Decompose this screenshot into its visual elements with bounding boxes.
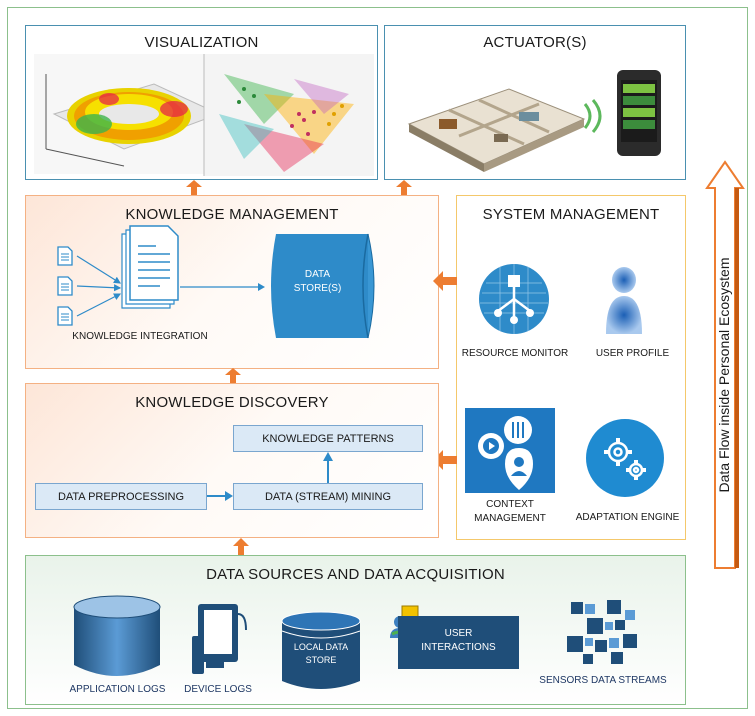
actuators-panel: ACTUATOR(S): [384, 25, 686, 180]
user-profile-label: USER PROFILE: [595, 348, 670, 359]
knowledge-integration-label: KNOWLEDGE INTEGRATION: [72, 331, 208, 342]
adaptation-engine-label: ADAPTATION ENGINE: [575, 512, 680, 523]
integration-arrows: [76, 255, 122, 317]
data-store-label-line1: DATA: [304, 269, 331, 280]
integration-to-store-arrow: [180, 283, 265, 291]
data-sources-title: DATA SOURCES AND DATA ACQUISITION: [206, 566, 505, 583]
arrow-system-to-knowledge-management: [433, 271, 457, 291]
application-logs-database-icon: [73, 595, 161, 676]
context-management-icon: [465, 408, 555, 493]
context-management-label: CONTEXT MANAGEMENT: [460, 498, 560, 526]
document-icon: [57, 276, 73, 296]
preprocessing-to-mining-arrow: [207, 491, 233, 501]
local-data-store-icon: [281, 611, 361, 689]
context-management-label-line2: MANAGEMENT: [474, 513, 546, 524]
cluster-plot-image: [203, 54, 374, 176]
device-logs-label: DEVICE LOGS: [184, 684, 252, 695]
wifi-signal-icon: [583, 99, 602, 133]
sensors-data-streams-icon: [567, 600, 637, 664]
data-store-label-line2: STORE(S): [293, 283, 342, 294]
diagram-frame: [7, 7, 748, 709]
adaptation-engine-icon: [586, 419, 664, 497]
smart-home-image: [407, 88, 586, 172]
arrow-discovery-to-management: [225, 368, 241, 384]
arrow-system-to-knowledge-discovery: [433, 450, 457, 470]
resource-monitor-icon: [479, 264, 549, 334]
sensors-data-streams-label: SENSORS DATA STREAMS: [539, 675, 667, 686]
data-preprocessing-box: DATA PREPROCESSING: [35, 483, 207, 510]
document-icon: [57, 306, 73, 326]
surface-plot-image: [34, 54, 229, 174]
smartphone-image: [617, 70, 661, 156]
mining-to-patterns-arrow: [323, 452, 333, 483]
local-data-store-label: LOCAL DATA STORE: [282, 641, 360, 667]
device-logs-icon: [192, 604, 247, 674]
application-logs-label: APPLICATION LOGS: [69, 684, 166, 695]
knowledge-management-title: KNOWLEDGE MANAGEMENT: [125, 206, 339, 223]
user-interactions-box: USER INTERACTIONS: [398, 616, 519, 669]
visualization-panel: VISUALIZATION: [25, 25, 378, 180]
visualization-title: VISUALIZATION: [144, 34, 259, 51]
document-icon: [57, 246, 73, 266]
merged-documents-icon: [121, 225, 179, 309]
data-store-cylinder: [271, 233, 375, 339]
user-interactions-label-line1: USER: [444, 628, 473, 639]
knowledge-discovery-panel: KNOWLEDGE DISCOVERY: [25, 383, 439, 538]
data-stream-mining-box: DATA (STREAM) MINING: [233, 483, 423, 510]
local-data-store-label-line2: STORE: [305, 655, 337, 665]
system-management-title: SYSTEM MANAGEMENT: [482, 206, 660, 223]
resource-monitor-label: RESOURCE MONITOR: [461, 348, 569, 359]
arrow-to-visualization: [186, 180, 202, 196]
arrow-sources-to-discovery: [233, 538, 249, 556]
actuators-title: ACTUATOR(S): [483, 34, 587, 51]
data-flow-arrow: [705, 160, 745, 569]
context-management-label-line1: CONTEXT: [486, 499, 534, 510]
local-data-store-label-line1: LOCAL DATA: [293, 642, 349, 652]
user-profile-icon: [606, 267, 642, 334]
data-flow-label: Data Flow inside Personal Ecosystem: [716, 257, 732, 493]
user-interactions-label-line2: INTERACTIONS: [421, 642, 496, 653]
arrow-to-actuators: [396, 180, 412, 196]
data-store-label: DATA STORE(S): [270, 268, 365, 296]
system-management-panel: SYSTEM MANAGEMENT: [456, 195, 686, 540]
knowledge-patterns-box: KNOWLEDGE PATTERNS: [233, 425, 423, 452]
knowledge-discovery-title: KNOWLEDGE DISCOVERY: [135, 394, 329, 411]
